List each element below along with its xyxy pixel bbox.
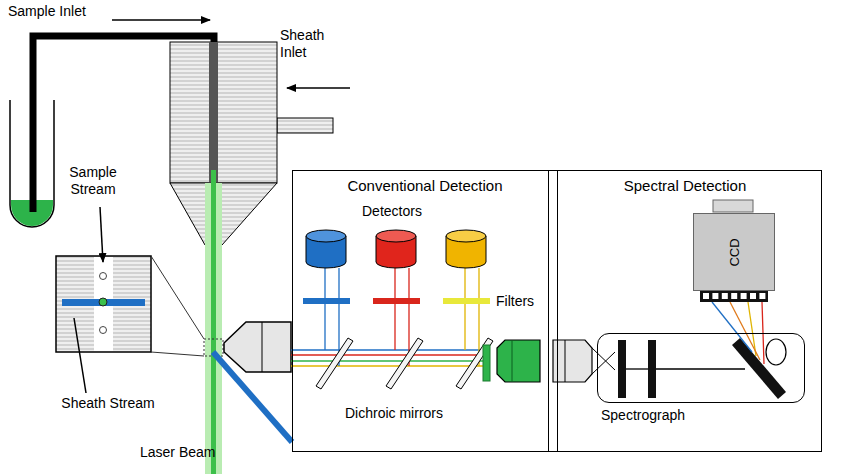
- svg-rect: [703, 293, 709, 299]
- svg-rect: [648, 340, 656, 398]
- svg-polygon: [386, 338, 423, 389]
- part-label: Sheath Stream: [60, 395, 156, 412]
- svg-line: [565, 340, 566, 382]
- svg-polygon: [497, 340, 540, 382]
- svg-rect: [712, 293, 718, 299]
- svg-line: [262, 322, 263, 372]
- svg-rect: [373, 298, 420, 304]
- sample-stream-jet: [211, 170, 216, 474]
- svg-rect: [722, 293, 728, 299]
- svg-rect: [618, 340, 626, 398]
- svg-rect: [303, 298, 350, 304]
- svg-line: [324, 268, 325, 350]
- panel-title: Spectral Detection: [549, 171, 821, 194]
- svg-polygon: [553, 340, 592, 382]
- spectrograph-optics: [618, 338, 786, 399]
- detection-panel: Spectral DetectionCCD Spectrograph: [548, 170, 822, 452]
- camera-label: CCD: [726, 238, 741, 266]
- svg-ellipse: [766, 339, 786, 365]
- svg-line: [712, 302, 752, 352]
- dichroic-mirrors: [316, 338, 493, 389]
- svg-circle: [100, 327, 107, 334]
- svg-line: [291, 354, 483, 355]
- svg-ellipse: [306, 230, 346, 242]
- inset-leader: [151, 256, 204, 339]
- emission-filter: [483, 345, 490, 381]
- svg-ellipse: [376, 230, 416, 242]
- leader-arrow: [100, 207, 103, 262]
- svg-line: [656, 368, 745, 369]
- inset-leader: [151, 352, 204, 356]
- svg-rect: [209, 42, 218, 182]
- part-label: Sample Stream: [62, 164, 124, 198]
- detectors: [306, 230, 486, 268]
- stream-inset: [56, 256, 151, 352]
- svg-polygon: [224, 322, 291, 372]
- flow-arrow: [112, 19, 210, 21]
- leader-line: [74, 318, 86, 393]
- panel-title: Conventional Detection: [293, 171, 557, 194]
- objective-lens: [224, 322, 291, 372]
- svg-polygon: [456, 338, 493, 389]
- part-label: Sample Inlet: [8, 3, 118, 20]
- dispersed-rays: [626, 302, 764, 369]
- flow-arrow: [287, 87, 350, 89]
- svg-line: [394, 268, 395, 350]
- svg-ellipse: [446, 230, 486, 242]
- svg-circle: [100, 273, 107, 280]
- svg-rect: [741, 293, 747, 299]
- part-label: Dichroic mirrors: [345, 405, 465, 422]
- svg-rect: [759, 293, 765, 299]
- ccd-camera-body: CCD: [693, 213, 775, 291]
- spectrograph: Spectrograph: [597, 333, 805, 429]
- svg-line: [626, 368, 648, 369]
- svg-line: [464, 268, 465, 350]
- svg-line: [592, 348, 615, 370]
- filters: [303, 298, 490, 304]
- svg-line: [291, 365, 483, 366]
- svg-rect: [170, 42, 277, 183]
- part-label: Detectors: [362, 203, 442, 220]
- component-label: Spectrograph: [597, 403, 805, 423]
- svg-circle: [99, 298, 107, 306]
- svg-rect: [713, 200, 753, 212]
- part-label: Filters: [496, 293, 544, 310]
- part-label: Sheath Inlet: [280, 27, 332, 61]
- svg-rect: [56, 256, 151, 352]
- spectrograph-outline: [597, 333, 805, 403]
- flow-cell: [170, 42, 333, 245]
- svg-line: [592, 352, 615, 374]
- svg-rect: [731, 293, 737, 299]
- svg-rect: [62, 299, 145, 306]
- spectral-lens: [553, 340, 592, 382]
- svg-polygon: [316, 338, 353, 389]
- svg-line: [748, 302, 756, 356]
- svg-line: [512, 340, 513, 382]
- svg-rect: [443, 298, 490, 304]
- svg-rect: [277, 118, 333, 133]
- svg-line: [291, 349, 483, 350]
- svg-rect: [700, 290, 768, 302]
- light-rays: [291, 268, 483, 366]
- part-label: Laser Beam: [140, 444, 230, 461]
- svg-line: [730, 302, 760, 360]
- svg-polygon: [170, 183, 277, 245]
- collection-lens: [497, 340, 540, 382]
- focus-rays: [592, 348, 615, 374]
- svg-line: [291, 360, 483, 361]
- svg-rect: [750, 293, 756, 299]
- svg-g: [703, 293, 765, 299]
